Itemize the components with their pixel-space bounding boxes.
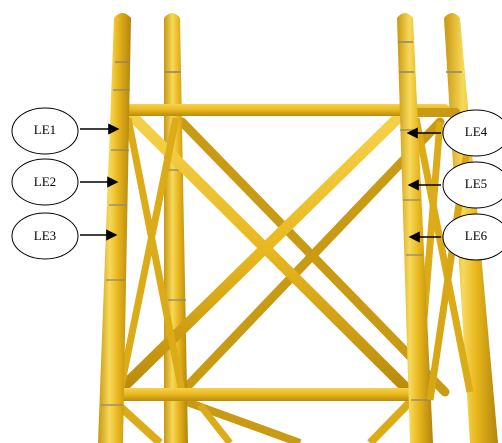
callout-le5-ellipse	[442, 161, 502, 209]
callout-le4: LE4	[406, 109, 502, 157]
callout-le1-label: LE1	[34, 122, 56, 137]
callout-le2-label: LE2	[34, 174, 56, 189]
brace-bottom-b	[367, 399, 413, 443]
horizontal-members	[112, 104, 460, 401]
brace-front-c	[124, 117, 186, 393]
brace-front-d	[116, 117, 180, 393]
callout-le5-label: LE5	[465, 176, 487, 191]
callout-le4-ellipse	[442, 109, 502, 157]
callout-le2: LE2	[11, 158, 119, 206]
brace-back-c	[174, 394, 302, 443]
brace-bottom-c	[197, 402, 233, 443]
callout-le4-label: LE4	[465, 124, 488, 139]
callout-le1: LE1	[11, 107, 120, 155]
front-diagonal-braces	[112, 108, 474, 443]
brace-front-b	[112, 108, 408, 398]
callout-le3: LE3	[11, 212, 118, 260]
leg-right-front	[397, 13, 433, 443]
callout-le6-ellipse	[442, 213, 502, 261]
callout-le3-label: LE3	[34, 228, 56, 243]
horizontal-top	[120, 104, 450, 116]
leg-left-front	[98, 13, 131, 443]
back-diagonal-braces	[174, 117, 450, 443]
callout-le3-ellipse	[11, 212, 79, 260]
brace-back-b	[177, 117, 445, 397]
callout-le6-label: LE6	[465, 228, 488, 243]
horizontal-bottom	[112, 388, 424, 401]
callout-le1-ellipse	[11, 107, 79, 155]
brace-front-e	[412, 117, 474, 393]
callout-le2-ellipse	[11, 158, 79, 206]
brace-front-a	[124, 108, 416, 398]
callout-le6: LE6	[408, 213, 502, 261]
callout-le5: LE5	[407, 161, 502, 209]
